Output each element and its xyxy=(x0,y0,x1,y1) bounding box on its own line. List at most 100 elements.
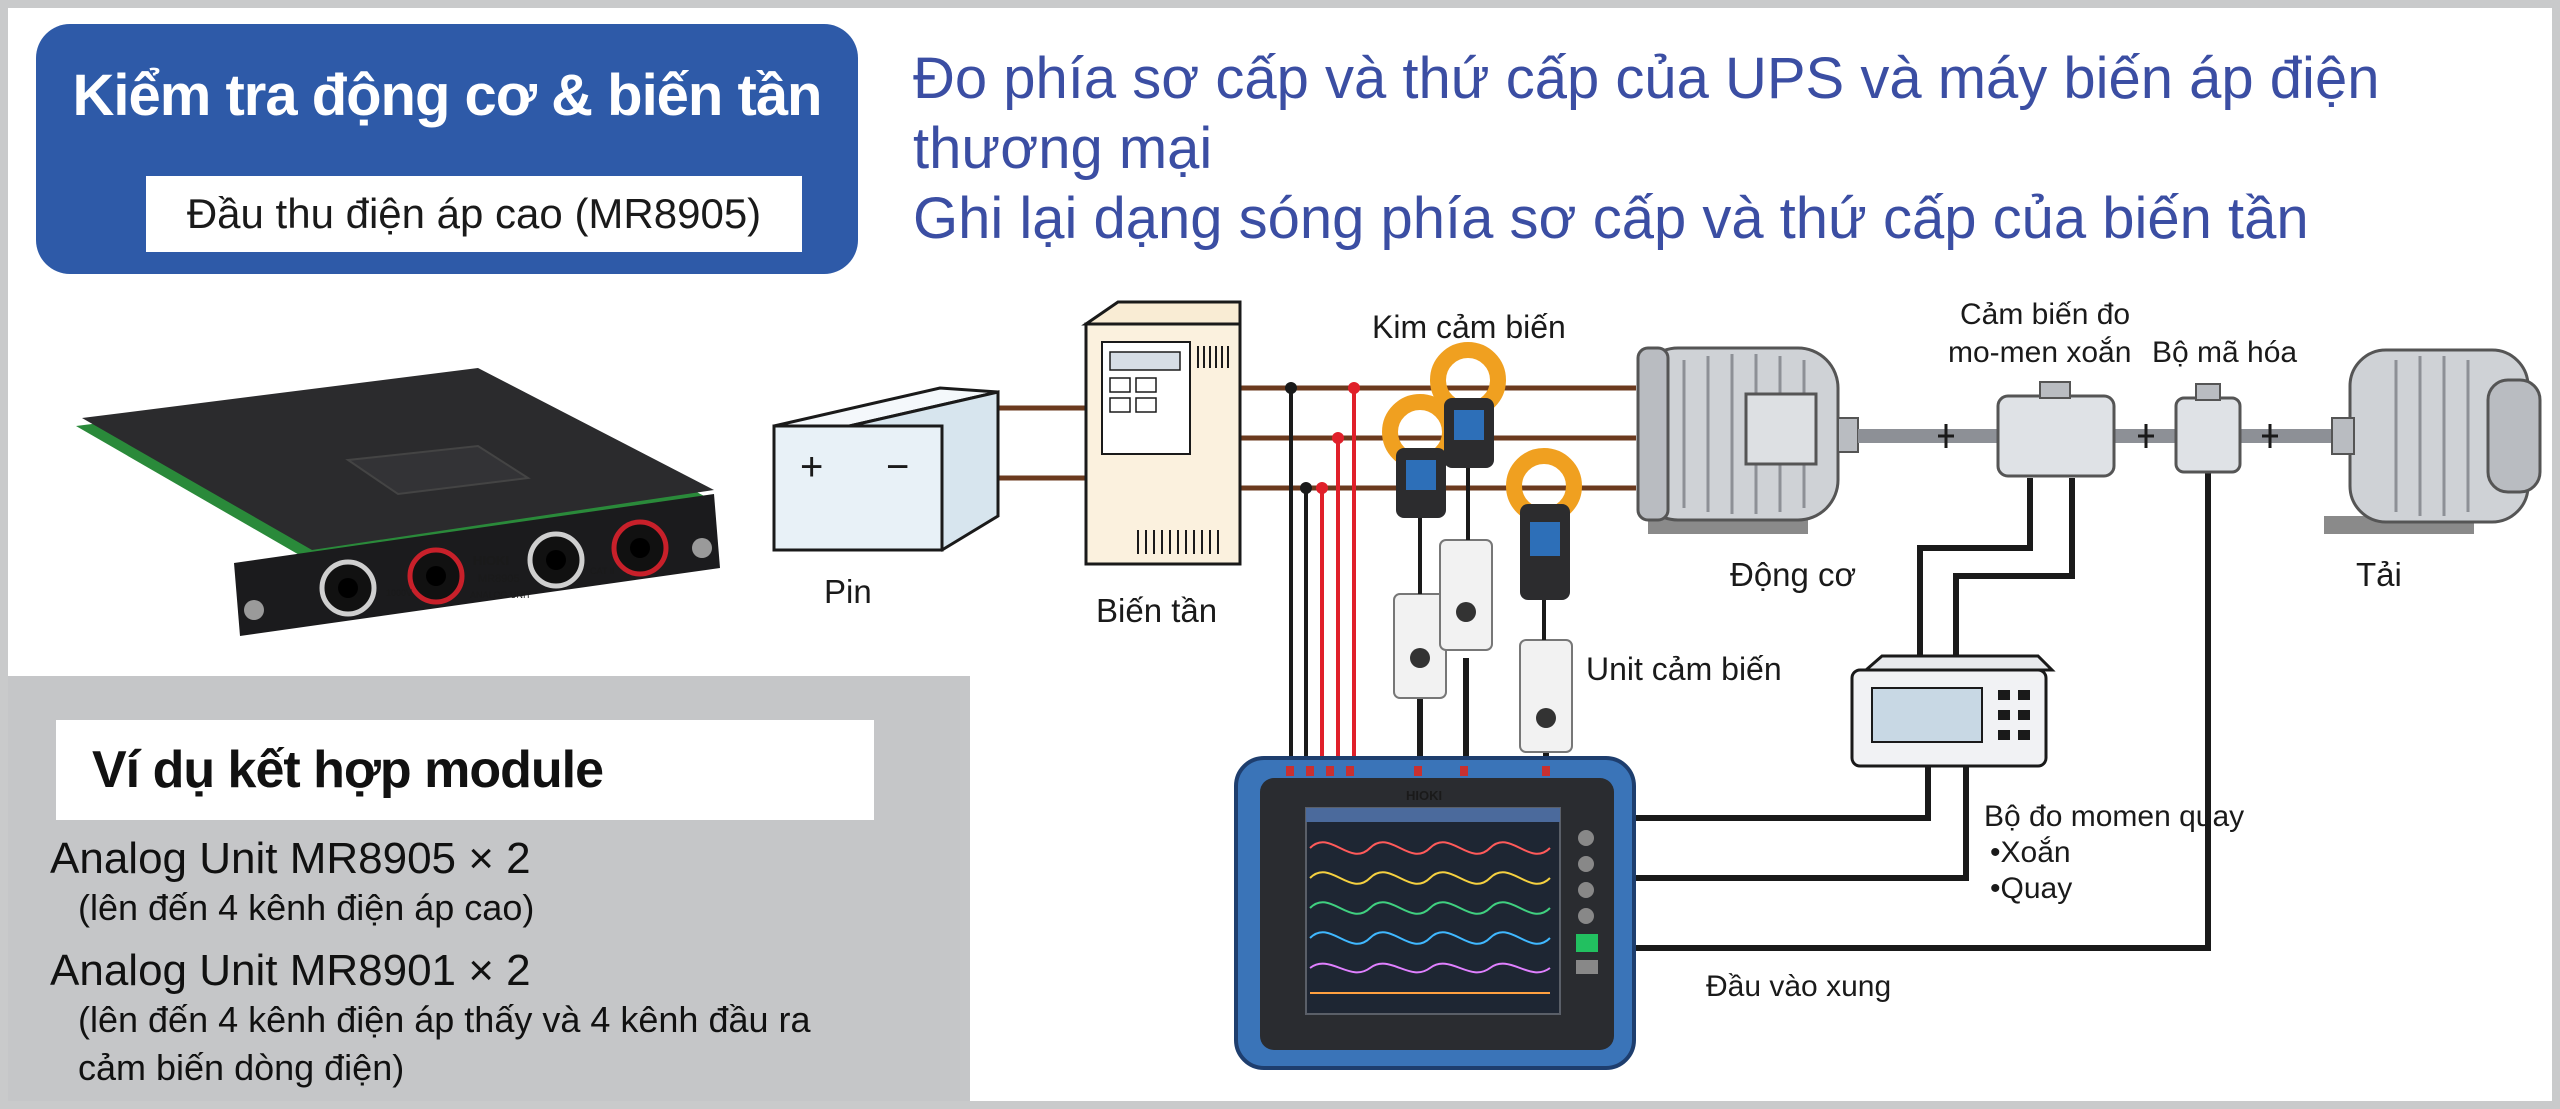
inverter-display xyxy=(1109,351,1181,371)
battery-label: Pin xyxy=(824,573,872,610)
inverter-key-2 xyxy=(1135,377,1157,393)
recorder-side-keys xyxy=(1576,830,1598,974)
torque-sensor-body xyxy=(1996,394,2116,478)
combo-item-2-detail-line-2: cảm biến dòng điện) xyxy=(78,1047,405,1088)
module-model: MR8905 xyxy=(478,573,520,585)
recorder-screen-toolbar xyxy=(1306,808,1560,822)
module-front-connectors xyxy=(244,519,712,620)
recorder-input-terminals xyxy=(1286,766,1550,776)
module-brand: HIOKI xyxy=(473,553,509,568)
torque-meter-top xyxy=(1862,654,2056,672)
inverter-key-4 xyxy=(1135,397,1157,413)
battery-front xyxy=(772,424,944,552)
encoder-body xyxy=(2174,396,2242,474)
torque-sensor: Cảm biến đo mo-men xoắn xyxy=(1948,298,2131,478)
module-unit-name: ANALOG UNIT xyxy=(470,590,532,600)
current-clamp-3 xyxy=(1506,448,1582,753)
motor-terminal-box xyxy=(1744,392,1818,466)
inverter-top xyxy=(1081,300,1242,326)
inverter-vent-top xyxy=(1197,346,1229,368)
headline-line-1: Đo phía sơ cấp và thứ cấp của UPS và máy… xyxy=(913,46,2380,111)
load-label: Tải xyxy=(2356,556,2402,593)
sensor-unit-label: Unit cảm biến xyxy=(1586,651,1782,687)
torque-meter-item-torsion: •Xoắn xyxy=(1990,836,2071,869)
shaft-couplings xyxy=(1938,424,2278,448)
load-end-cap xyxy=(2486,378,2542,494)
inverter-key-3 xyxy=(1109,397,1131,413)
page-title: Kiểm tra động cơ & biến tần xyxy=(72,63,823,128)
motor-end-cap xyxy=(1636,346,1670,522)
junction-dot-5 xyxy=(1348,382,1360,394)
torque-sensor-connector xyxy=(2039,381,2071,399)
sensor-unit-3 xyxy=(1519,639,1573,753)
sensor-unit-1-connector xyxy=(1410,648,1430,668)
wire-torque-output xyxy=(1630,760,1931,821)
current-clamp-2 xyxy=(1430,342,1506,651)
wire-pulse-input xyxy=(1630,458,2211,951)
bnc-connector-4-core xyxy=(630,538,650,558)
torque-meter: Bộ đo momen quay •Xoắn •Quay xyxy=(1850,654,2244,905)
wire-torque-sensor-meter-1 xyxy=(1917,478,2033,676)
module-rating-right: CAT II xyxy=(590,566,615,576)
recorder-brand: HIOKI xyxy=(1406,788,1442,803)
clamp-2-label xyxy=(1454,410,1484,440)
combination-panel: Ví dụ kết hợp module Analog Unit MR8905 … xyxy=(8,676,970,1101)
battery: + − Pin xyxy=(772,386,1000,610)
combination-title-box: Ví dụ kết hợp module xyxy=(56,720,874,820)
module-rating-left: 1000V xyxy=(386,588,412,598)
inverter-key-1 xyxy=(1109,377,1131,393)
junction-dot-3 xyxy=(1316,482,1328,494)
sensor-unit-2-connector xyxy=(1456,602,1476,622)
clamp-1-label xyxy=(1406,460,1436,490)
combo-item-1-detail: (lên đến 4 kênh điện áp cao) xyxy=(78,887,535,928)
module-screw-left xyxy=(244,600,264,620)
wire-torque-sensor-meter-2 xyxy=(1953,478,2075,676)
sensor-unit-3-connector xyxy=(1536,708,1556,728)
torque-sensor-label-line-2: mo-men xoắn xyxy=(1948,336,2131,369)
motor-flange xyxy=(1837,417,1859,453)
clamp-label: Kim cảm biến xyxy=(1372,309,1566,345)
inverter-vent-bottom xyxy=(1137,530,1219,554)
recorder-waveforms xyxy=(1309,841,1551,994)
motor-label: Động cơ xyxy=(1730,556,1856,593)
wire-junction-dots xyxy=(1285,382,1360,494)
memory-recorder: HIOKI xyxy=(1234,756,1636,1070)
page-frame: Kiểm tra động cơ & biến tần Đầu thu điện… xyxy=(8,8,2552,1101)
clamp-3-label xyxy=(1530,522,1560,556)
motor: Động cơ xyxy=(1636,346,1859,593)
bnc-connector-3-core xyxy=(546,550,566,570)
system-diagram: HIOKI MR8905 ANALOG UNIT 1000V CAT II xyxy=(76,298,2542,1070)
combination-title: Ví dụ kết hợp module xyxy=(92,741,604,799)
torque-meter-label: Bộ đo momen quay xyxy=(1984,800,2244,833)
bnc-connector-1-core xyxy=(338,578,358,598)
battery-minus-sign: − xyxy=(886,445,909,489)
load-fins xyxy=(2394,356,2470,516)
battery-plus-sign: + xyxy=(800,445,823,489)
junction-dot-1 xyxy=(1285,382,1297,394)
title-box: Kiểm tra động cơ & biến tần Đầu thu điện… xyxy=(36,24,858,274)
combo-item-2-detail-line-1: (lên đến 4 kênh điện áp thấy và 4 kênh đ… xyxy=(78,999,811,1040)
page-subtitle: Đầu thu điện áp cao (MR8905) xyxy=(186,190,762,237)
bnc-connector-2-core xyxy=(426,566,446,586)
torque-meter-item-rotation: •Quay xyxy=(1990,872,2072,905)
sensor-unit-1 xyxy=(1393,593,1447,699)
pulse-input-label: Đầu vào xung xyxy=(1706,970,1891,1003)
junction-dot-4 xyxy=(1332,432,1344,444)
headline-line-3: Ghi lại dạng sóng phía sơ cấp và thứ cấp… xyxy=(913,186,2309,251)
load-flange xyxy=(2331,417,2355,455)
encoder-connector xyxy=(2195,383,2221,401)
combo-item-1: Analog Unit MR8905 × 2 xyxy=(50,834,531,883)
subtitle-box: Đầu thu điện áp cao (MR8905) xyxy=(146,176,802,252)
headline-line-2: thương mại xyxy=(913,116,1213,181)
headline: Đo phía sơ cấp và thứ cấp của UPS và máy… xyxy=(913,44,2533,254)
inverter: Biến tần xyxy=(1081,300,1242,629)
module-top-panel xyxy=(345,444,531,496)
torque-meter-buttons xyxy=(1998,690,2030,740)
module-screw-right xyxy=(692,538,712,558)
junction-dot-2 xyxy=(1300,482,1312,494)
encoder: Bộ mã hóa xyxy=(2152,336,2297,474)
analog-unit-module: HIOKI MR8905 ANALOG UNIT 1000V CAT II xyxy=(76,368,720,636)
torque-sensor-label-line-1: Cảm biến đo xyxy=(1960,298,2130,331)
encoder-label: Bộ mã hóa xyxy=(2152,336,2297,369)
wire-rotation-output xyxy=(1630,760,1969,881)
